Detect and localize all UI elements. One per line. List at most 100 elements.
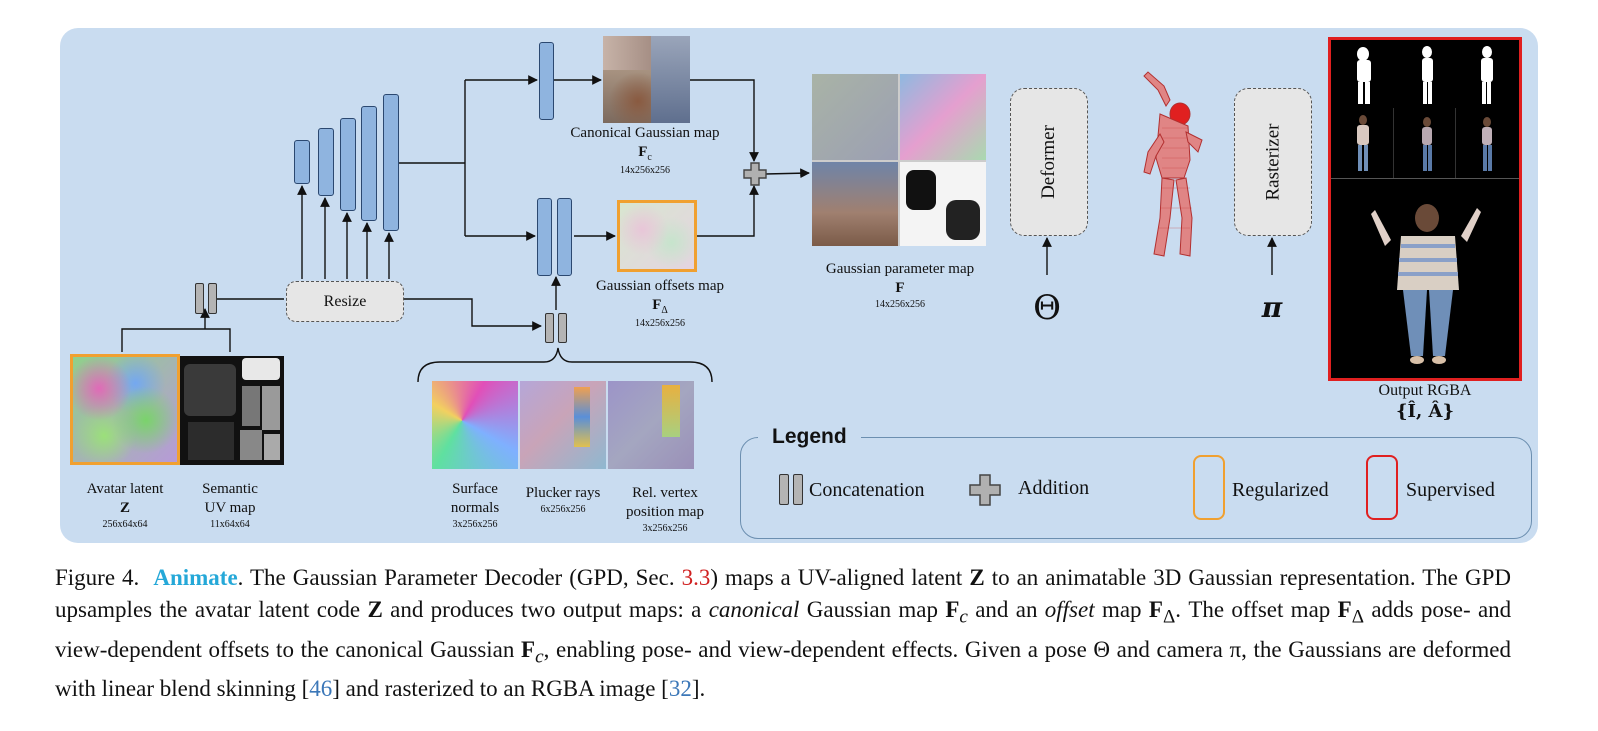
caption-text: ] and rasterized to an RGBA image [ [332, 676, 669, 702]
rel-vertex-dims: 3x256x256 [642, 523, 688, 534]
semantic-uv-line1: Semantic [202, 481, 258, 497]
output-rgba-image [1328, 37, 1522, 381]
offsets-map-label: Gaussian offsets map FΔ 14x256x256 [555, 277, 765, 330]
caption-text: Gaussian map [806, 597, 938, 622]
caption-subscript: Δ [1162, 606, 1176, 628]
citation-link[interactable]: 46 [309, 676, 333, 702]
canonical-gaussian-map-image [603, 36, 690, 123]
legend-supervised-label: Supervised [1406, 479, 1495, 501]
param-map-dims: 14x256x256 [875, 299, 925, 310]
surface-normals-label: Surface normals 3x256x256 [420, 480, 530, 531]
section-reference-link[interactable]: 3.3 [681, 565, 711, 590]
rel-vertex-label: Rel. vertex position map 3x256x256 [605, 484, 725, 535]
citation-link[interactable]: 32 [668, 676, 692, 702]
caption-symbol: Z [969, 565, 985, 590]
plucker-rays-dims: 6x256x256 [540, 504, 586, 515]
canonical-map-symbol: F [638, 144, 648, 160]
plucker-rays-label: Plucker rays 6x256x256 [510, 484, 616, 516]
concat-block-latent-b [208, 283, 217, 314]
concat-icon-bar-b [793, 474, 803, 505]
canonical-map-label: Canonical Gaussian map Fc 14x256x256 [545, 124, 745, 177]
legend-regularized-label: Regularized [1232, 479, 1329, 501]
surface-normals-line1: Surface [452, 481, 498, 497]
figure-caption: Figure 4. Animate. The Gaussian Paramete… [55, 562, 1511, 705]
param-map-name: Gaussian parameter map [825, 261, 975, 277]
caption-text: map [1101, 597, 1142, 622]
concat-block-inputs-a [545, 313, 554, 343]
regularized-swatch [1193, 455, 1225, 520]
rasterizer-label: Rasterizer [1262, 123, 1284, 201]
output-label: Output RGBA {Î, Â} [1325, 380, 1525, 422]
rasterizer-box: Rasterizer [1234, 88, 1312, 236]
caption-text: and an [975, 597, 1038, 622]
caption-symbol: F [1148, 597, 1163, 622]
offset-head-block-b [557, 198, 572, 276]
caption-symbol: F [945, 597, 960, 622]
caption-subscript: Δ [1351, 606, 1365, 628]
avatar-latent-symbol: Z [119, 500, 130, 516]
avatar-latent-dims: 256x64x64 [102, 519, 148, 530]
caption-text: adds pose- and view-dependent offsets to… [55, 597, 1512, 662]
caption-text: ]. [691, 676, 706, 702]
plus-icon [743, 162, 767, 186]
legend-addition-label: Addition [1018, 477, 1090, 499]
caption-symbol: F [521, 636, 536, 662]
caption-text: ) maps a UV-aligned latent [710, 565, 963, 590]
output-name: Output RGBA [1378, 382, 1472, 399]
caption-emphasis: offset [1044, 597, 1095, 622]
gaussian-parameter-map-image [812, 74, 986, 246]
caption-symbol: F [1337, 597, 1352, 622]
resize-box: Resize [286, 281, 404, 322]
semantic-uv-dims: 11x64x64 [210, 519, 250, 530]
avatar-latent-label: Avatar latent Z 256x64x64 [60, 480, 190, 531]
supervised-swatch [1366, 455, 1398, 520]
avatar-latent-name: Avatar latent [86, 481, 164, 497]
plus-icon [969, 474, 1001, 506]
canonical-map-dims: 14x256x256 [620, 165, 670, 176]
param-map-label: Gaussian parameter map F 14x256x256 [790, 260, 1010, 311]
gaussian-offsets-map-image [617, 200, 697, 272]
pi-symbol: π [1261, 291, 1283, 324]
theta-symbol: Θ [1033, 288, 1061, 328]
concat-icon [779, 474, 789, 505]
rel-vertex-position-image [608, 381, 694, 469]
caption-text: and produces two output maps: a [390, 597, 702, 622]
caption-text: . The Gaussian Parameter Decoder (GPD, S… [237, 565, 675, 590]
concat-block-inputs-b [558, 313, 567, 343]
encoder-block-5 [383, 94, 399, 231]
plucker-rays-line1: Plucker rays [525, 485, 601, 501]
output-symbol: {Î, Â} [1395, 401, 1455, 422]
encoder-block-3 [340, 118, 356, 211]
caption-fig-number: Figure 4. [55, 565, 140, 590]
legend-concat-label: Concatenation [809, 479, 925, 501]
person-render-icon [1143, 71, 1203, 257]
canonical-head-block [539, 42, 554, 120]
concat-block-latent-a [195, 283, 204, 314]
caption-symbol: Z [367, 597, 383, 622]
caption-emphasis: canonical [708, 597, 800, 622]
output-renders [1357, 46, 1493, 364]
caption-text: . The offset map [1175, 597, 1331, 622]
avatar-latent-image [70, 354, 180, 465]
resize-label: Resize [323, 292, 367, 310]
canonical-map-subscript: c [647, 152, 652, 163]
offsets-map-symbol: F [652, 297, 662, 313]
rel-vertex-line2: position map [626, 504, 704, 520]
encoder-block-2 [318, 128, 334, 196]
semantic-uv-line2: UV map [204, 500, 256, 516]
caption-subscript: c [959, 606, 968, 628]
param-map-symbol: F [895, 280, 905, 296]
caption-text: , enabling pose- and view-dependent effe… [55, 636, 1512, 702]
legend-title: Legend [758, 424, 861, 450]
rel-vertex-line1: Rel. vertex [632, 485, 698, 501]
encoder-block-1 [294, 140, 310, 184]
surface-normals-line2: normals [450, 500, 500, 516]
legend-box [740, 437, 1532, 539]
offsets-map-name: Gaussian offsets map [595, 278, 725, 294]
offset-head-block-a [537, 198, 552, 276]
canonical-map-name: Canonical Gaussian map [570, 125, 720, 141]
surface-normals-dims: 3x256x256 [452, 519, 498, 530]
caption-text: to an animatable 3D Gaussian representat… [55, 565, 1512, 622]
deformer-box: Deformer [1010, 88, 1088, 236]
